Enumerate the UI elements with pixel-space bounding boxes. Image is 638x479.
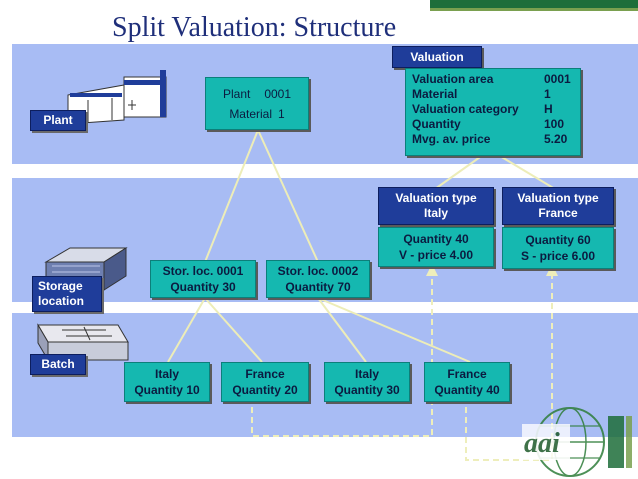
storage-location-0001-box[interactable]: Stor. loc. 0001 Quantity 30 [150,260,256,298]
vt-italy-price: V - price 4.00 [398,248,474,262]
batch3-quantity: Quantity 30 [334,383,400,397]
aai-logo: aai [522,407,632,477]
connector-val-france [489,149,556,190]
batch4-quantity: Quantity 40 [434,383,500,397]
val-row-value: H [544,102,553,116]
connector-sl2-b3 [317,297,367,363]
connector-plant-sl1 [204,129,259,263]
val-row-value: 0001 [544,72,571,86]
connector-plant-sl2 [257,129,319,263]
valuation-type-italy-box[interactable]: Quantity 40 V - price 4.00 [378,227,494,267]
vt-italy-title: Valuation type [395,191,477,205]
plant-material-box[interactable]: Plant 0001 Material 1 [205,77,309,130]
batch2-country: France [245,367,285,381]
batch-level-label: Batch [30,354,86,375]
val-row-value: 5.20 [544,132,568,146]
vt-italy-quantity: Quantity 40 [403,232,469,246]
vt-france-quantity: Quantity 60 [525,233,591,247]
material-label: Material [229,107,272,121]
sl1-quantity: Quantity 30 [170,280,236,294]
header-decoration-stripe [430,8,638,11]
storage-label-line1: Storage [38,279,83,293]
connector-sl2-b4 [317,297,471,363]
plant-value: 0001 [264,87,292,101]
valuation-data-box[interactable]: Valuation area 0001 Material 1 Valuation… [405,68,581,156]
material-value: 1 [278,107,285,121]
val-row-value: 1 [544,87,551,101]
connector-val-italy [434,149,491,190]
val-row-label: Valuation category [412,102,519,116]
dashed-link-france [465,272,553,461]
val-row-label: Valuation area [412,72,494,86]
batch1-quantity: Quantity 10 [134,383,200,397]
batch-italy-30-box[interactable]: Italy Quantity 30 [324,362,410,402]
header-decoration-bar [430,0,638,8]
batch-france-40-box[interactable]: France Quantity 40 [424,362,510,402]
storage-location-level-label: Storage location [32,276,102,312]
dashed-link-italy [251,272,433,437]
batch1-country: Italy [154,367,179,381]
batch3-country: Italy [354,367,379,381]
valuation-header: Valuation [392,46,482,68]
vt-france-title: Valuation type [517,191,599,205]
valuation-type-italy-header: Valuation type Italy [378,187,494,225]
vt-italy-name: Italy [423,206,448,220]
val-row-label: Material [412,87,458,101]
plant-level-label: Plant [30,110,86,131]
batch4-country: France [447,367,487,381]
batch-italy-10-box[interactable]: Italy Quantity 10 [124,362,210,402]
connector-sl1-b2 [204,297,263,363]
arrow-head-france [546,264,558,276]
vt-france-price: S - price 6.00 [520,249,596,263]
arrow-head-italy [426,264,438,276]
sl2-name: Stor. loc. 0002 [277,264,359,278]
connector-sl1-b1 [167,297,206,363]
sl2-quantity: Quantity 70 [285,280,351,294]
valuation-type-france-header: Valuation type France [502,187,614,225]
plant-label: Plant [222,87,251,101]
val-row-label: Quantity [412,117,461,131]
storage-location-0002-box[interactable]: Stor. loc. 0002 Quantity 70 [266,260,370,298]
val-row-value: 100 [544,117,565,131]
vt-france-name: France [538,206,578,220]
page-title: Split Valuation: Structure [112,12,397,43]
batch2-quantity: Quantity 20 [232,383,298,397]
val-row-label: Mvg. av. price [412,132,491,146]
factory-icon [67,70,167,125]
batch-france-20-box[interactable]: France Quantity 20 [221,362,309,402]
storage-label-line2: location [38,294,85,308]
sl1-name: Stor. loc. 0001 [162,264,244,278]
valuation-type-france-box[interactable]: Quantity 60 S - price 6.00 [502,227,614,269]
svg-text:aai: aai [524,428,560,459]
